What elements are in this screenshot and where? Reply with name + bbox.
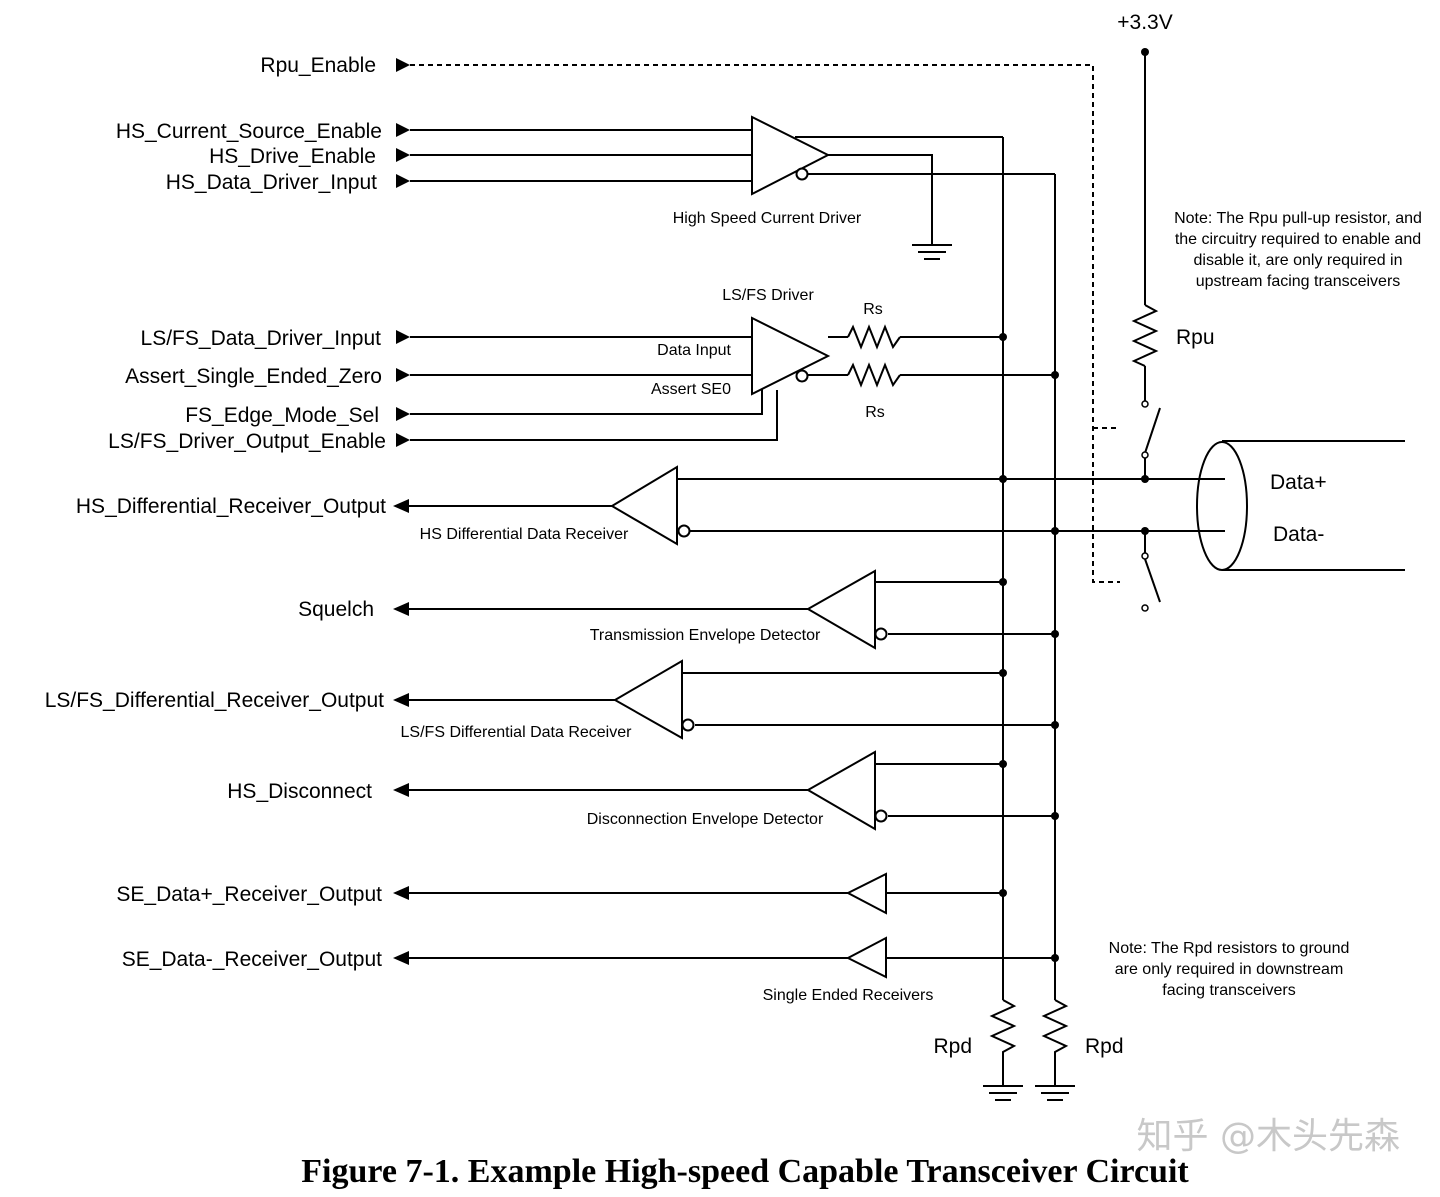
- label-rpd-right: Rpd: [1085, 1035, 1124, 1058]
- arrow-hs-disconnect: [393, 783, 409, 797]
- label-assert-se0: Assert SE0: [651, 381, 731, 398]
- label-disconnection-envelope-detector: Disconnection Envelope Detector: [587, 811, 824, 828]
- wire-lsfs-driver-output-enable: [410, 390, 778, 441]
- label-squelch: Squelch: [298, 598, 374, 621]
- junction-dots: [999, 48, 1149, 962]
- wire-fs-edge-mode-sel: [410, 383, 763, 415]
- label-assert-single-ended-zero: Assert_Single_Ended_Zero: [125, 365, 382, 388]
- lsfs-driver: [751, 316, 831, 396]
- resistor-rpd-left: [989, 999, 1017, 1085]
- label-se-data-minus-receiver-output: SE_Data-_Receiver_Output: [122, 948, 382, 971]
- rpu-note: Note: The Rpu pull-up resistor, and the …: [1174, 210, 1422, 290]
- label-lsfs-differential-receiver-output: LS/FS_Differential_Receiver_Output: [45, 689, 384, 712]
- resistor-rpd-right: [1041, 999, 1069, 1085]
- watermark: 知乎 @木头先森: [1137, 1116, 1400, 1157]
- arrow-squelch: [393, 602, 409, 616]
- arrow-hs-data-driver-input: [396, 174, 410, 188]
- label-single-ended-receivers: Single Ended Receivers: [763, 987, 934, 1004]
- arrow-hs-drive-enable: [396, 148, 410, 162]
- label-data-input: Data Input: [657, 342, 731, 359]
- rpd-switch-bottom: [1141, 552, 1161, 612]
- arrow-lsfs-driver-output-enable: [396, 433, 410, 447]
- arrow-hs-diff-rx-out: [393, 499, 409, 513]
- ground-icon: [912, 244, 952, 260]
- ground-icon: [1035, 1085, 1075, 1101]
- rpu-note-line: Note: The Rpu pull-up resistor, and: [1174, 210, 1422, 227]
- label-rpu-enable: Rpu_Enable: [260, 54, 376, 77]
- label-supply-voltage: +3.3V: [1117, 11, 1172, 34]
- rpd-note-line: are only required in downstream: [1115, 961, 1344, 978]
- wire-hs-driver-ground: [828, 154, 933, 245]
- label-rpu: Rpu: [1176, 326, 1215, 349]
- label-lsfs-data-driver-input: LS/FS_Data_Driver_Input: [141, 327, 382, 350]
- arrow-rpu-enable: [396, 58, 410, 72]
- rpu-switch-top: [1141, 400, 1161, 459]
- resistor-rpu: [1131, 304, 1159, 367]
- label-data-minus: Data-: [1273, 523, 1324, 546]
- resistor-rs-top: [847, 324, 901, 350]
- input-arrow-heads: [396, 58, 410, 447]
- label-rpd-left: Rpd: [933, 1035, 972, 1058]
- wires: [409, 52, 1225, 1000]
- single-ended-receiver-plus: [845, 872, 887, 915]
- label-hs-data-driver-input: HS_Data_Driver_Input: [166, 171, 377, 194]
- label-hs-disconnect: HS_Disconnect: [227, 780, 372, 803]
- arrow-assert-se0: [396, 368, 410, 382]
- label-transmission-envelope-detector: Transmission Envelope Detector: [590, 627, 821, 644]
- label-hs-differential-data-receiver: HS Differential Data Receiver: [420, 526, 629, 543]
- rpu-note-line: disable it, are only required in: [1193, 252, 1402, 269]
- label-rs-top: Rs: [863, 301, 883, 318]
- transmission-envelope-detector: [805, 569, 888, 650]
- label-hs-differential-receiver-output: HS_Differential_Receiver_Output: [76, 495, 386, 518]
- label-high-speed-current-driver: High Speed Current Driver: [673, 210, 862, 227]
- label-hs-current-source-enable: HS_Current_Source_Enable: [116, 120, 382, 143]
- single-ended-receiver-minus: [845, 936, 887, 979]
- label-data-plus: Data+: [1270, 471, 1327, 494]
- arrow-se-data-minus: [393, 951, 409, 965]
- label-lsfs-differential-data-receiver: LS/FS Differential Data Receiver: [401, 724, 633, 741]
- disconnection-envelope-detector: [805, 750, 888, 831]
- arrow-se-data-plus: [393, 886, 409, 900]
- arrow-lsfs-data-driver-input: [396, 330, 410, 344]
- ground-icon: [983, 1085, 1023, 1101]
- rpd-note: Note: The Rpd resistors to ground are on…: [1109, 940, 1350, 999]
- label-lsfs-driver-output-enable: LS/FS_Driver_Output_Enable: [108, 430, 386, 453]
- arrow-fs-edge-mode-sel: [396, 407, 410, 421]
- rpu-note-line: the circuitry required to enable and: [1175, 231, 1421, 248]
- arrow-lsfs-diff-rx-out: [393, 693, 409, 707]
- output-arrow-heads: [393, 499, 409, 965]
- usb-cable: [1196, 440, 1405, 571]
- lsfs-differential-data-receiver: [612, 659, 695, 740]
- label-hs-drive-enable: HS_Drive_Enable: [209, 145, 376, 168]
- label-fs-edge-mode-sel: FS_Edge_Mode_Sel: [185, 404, 379, 427]
- label-rs-bottom: Rs: [865, 404, 885, 421]
- hs-current-driver: [751, 115, 831, 196]
- rpd-note-line: Note: The Rpd resistors to ground: [1109, 940, 1350, 957]
- hs-differential-data-receiver: [610, 465, 691, 546]
- arrow-hs-current-source-enable: [396, 123, 410, 137]
- figure-caption: Figure 7-1. Example High-speed Capable T…: [301, 1153, 1189, 1190]
- label-se-data-plus-receiver-output: SE_Data+_Receiver_Output: [116, 883, 382, 906]
- resistor-rs-bottom: [847, 362, 901, 388]
- rpu-note-line: upstream facing transceivers: [1196, 273, 1401, 290]
- label-lsfs-driver: LS/FS Driver: [722, 287, 814, 304]
- rpd-note-line: facing transceivers: [1162, 982, 1295, 999]
